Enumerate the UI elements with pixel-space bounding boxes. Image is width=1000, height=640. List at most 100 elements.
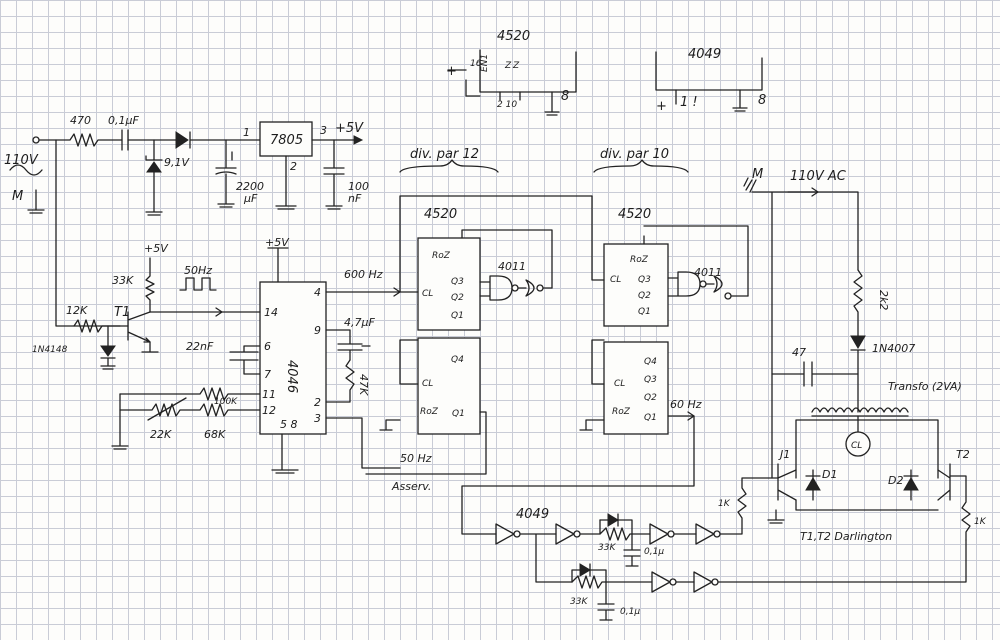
pll-pin12-label: 12	[262, 404, 276, 417]
plus-label-a: +	[446, 64, 457, 79]
gate4011-a-label: 4011	[498, 260, 526, 273]
d1n4148-label: 1N4148	[32, 345, 68, 355]
plus5v-b-label: +5V	[265, 236, 290, 249]
reg-pin1-label: 1	[243, 126, 250, 139]
d2-label: D2	[888, 474, 903, 487]
one-excl-label: 1 !	[680, 95, 698, 110]
r470-label: 470	[70, 114, 91, 127]
q1-b-label: Q1	[638, 307, 651, 317]
zener-label: 9,1V	[164, 156, 190, 169]
q2-a-label: Q2	[451, 293, 464, 303]
f60hz-label: 60 Hz	[670, 398, 702, 411]
c01u-b-label: 0,1µ	[620, 607, 640, 617]
cl-b-label: CL	[610, 275, 621, 285]
q2-d-label: Q2	[644, 393, 657, 403]
reg-label: 7805	[270, 133, 303, 148]
gate4011-b-label: 4011	[694, 266, 722, 279]
nf100-label: nF	[348, 192, 362, 205]
d1-label: D1	[822, 468, 837, 481]
ic-4049-top-label: 4049	[688, 47, 721, 62]
cl-d-label: CL	[614, 379, 625, 389]
j1-label: J1	[778, 448, 790, 461]
c100-label: 100	[348, 180, 369, 193]
roz-c-label: RoZ	[420, 407, 439, 417]
div10-label: div. par 10	[600, 147, 669, 162]
buffer-4049-stage: 4049 33K 0,1µ 33K 0,1µ 1K	[461, 415, 967, 621]
zero-cross-detector: 33K 50Hz 12K T1 1N4148 +5V	[32, 242, 223, 370]
r100k-label: 100K	[214, 397, 238, 407]
f50hz-bottom-label: 50 Hz	[400, 452, 432, 465]
pll-4046-body	[259, 281, 327, 435]
q1-c-label: Q1	[452, 409, 465, 419]
r33k-b-label: 33K	[570, 597, 588, 607]
ic-4049-supply-sketch: 4049 + 1 ! 8	[655, 47, 766, 114]
input-terminal	[32, 136, 40, 144]
m-right-label: M	[752, 167, 763, 182]
div12-label: div. par 12	[410, 147, 479, 162]
pin-8-label: 8	[561, 89, 569, 104]
v110-right-label: 110V AC	[790, 169, 847, 184]
m-left-label: M	[12, 189, 23, 204]
r2kohm-label: 2k2	[877, 290, 890, 310]
muf-label: µF	[243, 192, 258, 205]
plus-label-b: +	[656, 99, 667, 114]
cl-coil-label: CL	[851, 441, 862, 451]
r1k-b-label: 1K	[974, 517, 987, 527]
sq50hz-label: 50Hz	[184, 264, 212, 277]
counter-4520-c	[417, 337, 481, 435]
v110-label: 110V	[4, 153, 39, 168]
q1-a-label: Q1	[451, 311, 464, 321]
pll-pin4-label: 4	[314, 286, 321, 299]
gate4049-label: 4049	[516, 507, 549, 522]
roz-d-label: RoZ	[612, 407, 631, 417]
q3-d-label: Q3	[644, 375, 657, 385]
z2-label: Z	[512, 61, 520, 71]
counter-4520-b	[603, 243, 669, 327]
c47uf-label: 4,7µF	[344, 316, 375, 329]
counter-4520-a	[417, 237, 481, 331]
q1-d-label: Q1	[644, 413, 657, 423]
divider-by-12: div. par 12 4520 RoZ CL Q3 Q2 Q1 4011 Q4…	[365, 147, 593, 493]
output-stage: M 110V AC 2k2 1N4007 47 Transfo (2VA) CL…	[743, 167, 987, 543]
pin-16-label: 16	[470, 59, 482, 69]
reg-pin2-label: 2	[290, 160, 297, 173]
d1n4007-label: 1N4007	[872, 342, 915, 355]
roz-b-label: RoZ	[630, 255, 649, 265]
reg-pin3-label: 3	[320, 124, 327, 137]
q2-b-label: Q2	[638, 291, 651, 301]
counter-4520-d	[603, 341, 669, 435]
c01uf-label: 0,1µF	[108, 114, 139, 127]
pll-pin7-label: 7	[264, 368, 271, 381]
q3-b-label: Q3	[638, 275, 651, 285]
r22k-label: 22K	[150, 428, 172, 441]
roz-a-label: RoZ	[432, 251, 451, 261]
t2-label: T2	[956, 448, 970, 461]
t1-label: T1	[114, 305, 130, 320]
darlington-label: T1,T2 Darlington	[800, 530, 892, 543]
c47-label: 47	[792, 346, 806, 359]
q3-a-label: Q3	[451, 277, 464, 287]
pll-4046: 4046 +5V 4 14 6 7 9 11 12 2 3 5 8 22nF 4…	[111, 236, 401, 474]
asserv-label: Asserv.	[391, 480, 431, 493]
pll-pin5-8-label: 5 8	[280, 418, 298, 431]
ic-4520-supply-sketch: 4520 + 16 EN1 Z Z 2 10 8	[446, 29, 577, 116]
r33k-label: 33K	[112, 274, 134, 287]
plus5v-a-label: +5V	[144, 242, 169, 255]
regulator-7805	[259, 121, 313, 157]
pin-2-10-label: 2 10	[497, 100, 517, 110]
c01u-a-label: 0,1µ	[644, 547, 664, 557]
plus5v-top-label: +5V	[335, 121, 364, 136]
pll-pin9-label: 9	[314, 324, 321, 337]
pin-8b-label: 8	[758, 93, 766, 108]
pll-pin2-label: 2	[314, 396, 321, 409]
cl-a-label: CL	[422, 289, 433, 299]
q4-a-label: Q4	[451, 355, 464, 365]
r47k-label: 47K	[357, 374, 370, 396]
ic4520-a-label: 4520	[424, 207, 457, 222]
pll-4046-label: 4046	[284, 360, 299, 393]
power-supply: 470 0,1µF 110V M 9,1V 2200 µF 1 2 3 7805…	[4, 114, 369, 327]
r12k-label: 12K	[66, 304, 88, 317]
cl-c-label: CL	[422, 379, 433, 389]
